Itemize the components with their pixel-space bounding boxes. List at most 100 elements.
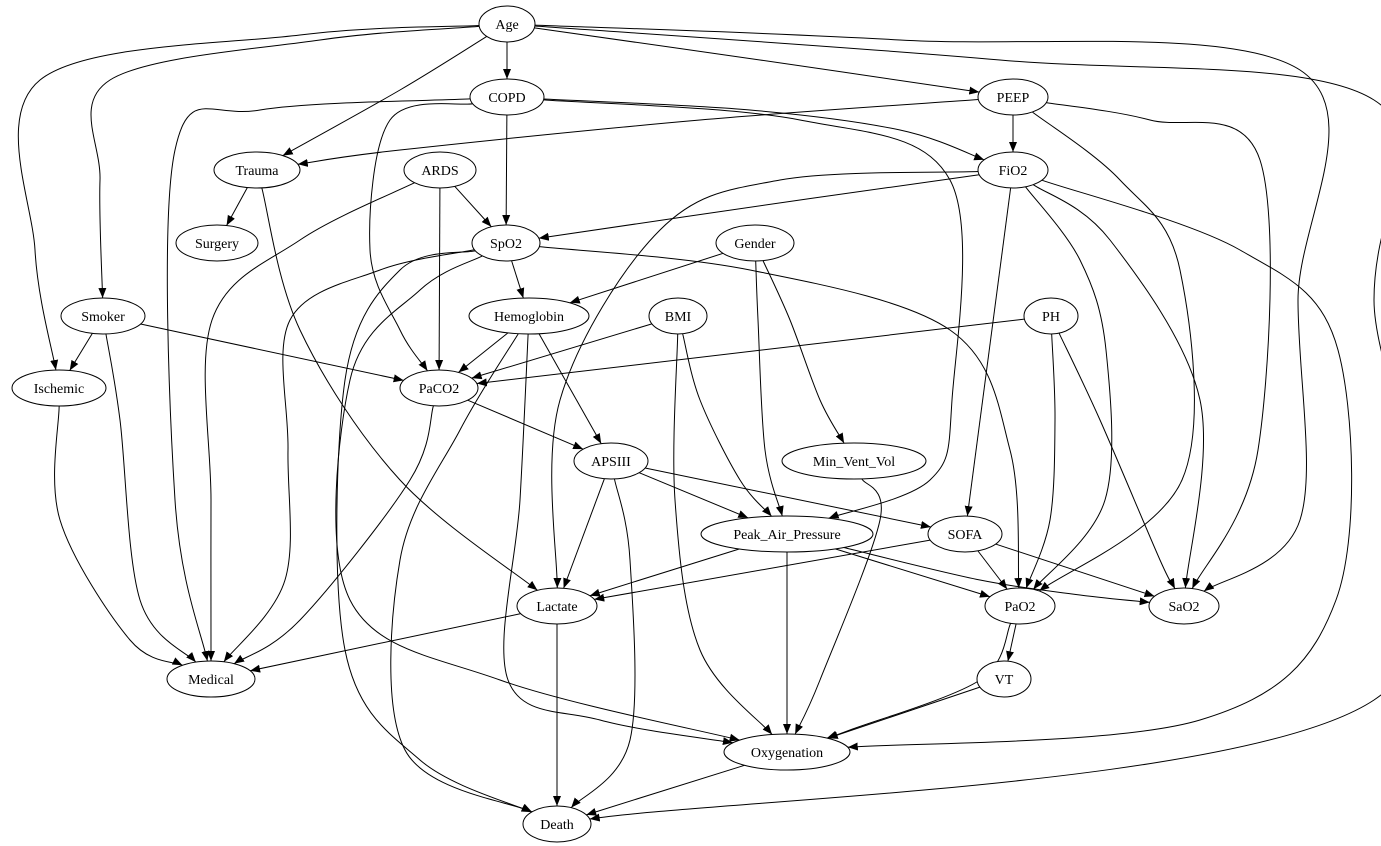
edge-arrow [1032,111,1195,592]
edge-copd-to-paco2 [369,103,473,372]
edge-arrow [847,179,1353,751]
edge-ischemic-to-medical [54,405,183,666]
node-ellipse [927,515,1003,553]
edge-arrow [543,98,985,161]
edge-arrow [105,333,197,663]
edge-minvent-to-oxygenation [794,478,882,735]
edge-arrow [261,187,538,591]
node-label: Lactate [536,600,577,615]
edge-bmi-to-paco2 [471,323,653,380]
node-gender: Gender [715,224,795,262]
node-ph: PH [1023,297,1079,335]
edge-age-to-peep [534,27,980,95]
node-ellipse [60,297,146,335]
edge-copd-to-spo2 [502,114,511,226]
edge-lactate-to-medical [250,613,521,673]
edge-arrow [835,548,991,598]
edge-fio2-to-oxygenation [847,179,1353,751]
node-fio2: FiO2 [977,151,1049,189]
edge-trauma-to-lactate [261,187,538,591]
edge-arrow [538,333,602,444]
node-ellipse [977,151,1049,189]
edge-fio2-to-sofa [964,187,1012,517]
edge-arrow [390,333,533,813]
node-label: FiO2 [999,164,1028,179]
node-pap: Peak_Air_Pressure [700,515,874,553]
edge-arrow [1025,186,1113,590]
node-ellipse [1148,587,1220,625]
edge-sofa-to-lactate [594,539,931,602]
edge-age-to-death [534,25,1381,822]
node-ellipse [976,660,1032,698]
edge-arrow [843,547,1150,606]
edge-pap-to-sao2 [843,547,1150,606]
node-label: Trauma [235,164,279,179]
node-label: PH [1042,310,1060,325]
node-label: PaO2 [1004,600,1035,615]
node-label: APSIII [591,455,631,470]
node-ellipse [478,5,536,43]
node-ellipse [977,78,1049,116]
edge-arrow [476,318,1025,387]
edge-pap-to-lactate [589,548,740,597]
edge-arrow [534,27,980,95]
node-ellipse [715,224,795,262]
node-ellipse [522,805,592,843]
node-label: Hemoglobin [494,310,564,325]
edge-arrow [223,249,475,663]
edge-arrow [454,186,492,228]
node-label: SOFA [948,528,984,543]
edge-fio2-to-pao2 [1025,186,1113,590]
edge-apsiii-to-lactate [563,478,605,589]
edge-age-to-ischemic [17,24,480,371]
node-ellipse [573,442,649,480]
node-trauma: Trauma [213,151,301,189]
node-ellipse [700,515,874,553]
node-label: Gender [734,237,776,252]
node-label: Ischemic [34,382,85,397]
node-label: Surgery [195,237,239,252]
node-medical: Medical [166,660,256,698]
edge-gender-to-hemoglobin [569,252,724,304]
node-label: Min_Vent_Vol [813,455,895,470]
edge-apsiii-to-death [570,478,636,808]
edge-arrow [644,467,932,529]
node-label: Medical [188,673,234,688]
edge-arrow [586,764,745,816]
node-smoker: Smoker [60,297,146,335]
node-label: PaCO2 [419,382,459,397]
edge-arrow [673,333,773,735]
edge-arrow [297,99,979,167]
node-ellipse [723,733,851,771]
node-surgery: Surgery [175,224,259,262]
edges-layer [17,24,1381,822]
node-label: Age [495,18,518,33]
node-spo2: SpO2 [471,224,541,262]
node-label: BMI [665,310,692,325]
edge-age-to-sao2 [534,24,1330,592]
edge-fio2-to-spo2 [538,174,980,241]
edge-hemoglobin-to-apsiii [538,333,602,444]
edge-arrow [682,333,772,517]
edge-trauma-to-surgery [226,187,248,226]
edge-arrow [977,550,1008,590]
node-label: Smoker [81,310,125,325]
edge-arrow [467,399,584,450]
node-hemoglobin: Hemoglobin [468,297,590,335]
edge-age-to-trauma [282,36,488,157]
edge-sofa-to-sao2 [995,543,1155,597]
edge-peep-to-pao2 [1032,111,1195,592]
node-ellipse [166,660,256,698]
edge-spo2-to-hemoglobin [511,260,525,299]
edge-spo2-to-death [336,250,532,813]
node-ellipse [471,224,541,262]
edge-copd-to-medical [166,98,471,662]
node-age: Age [478,5,536,43]
node-ellipse [984,587,1056,625]
edge-spo2-to-oxygenation [335,255,740,742]
edge-arrow [204,182,415,662]
edge-arrow [534,24,1330,592]
edge-arrow [1025,333,1056,589]
edge-peep-to-trauma [297,99,979,167]
